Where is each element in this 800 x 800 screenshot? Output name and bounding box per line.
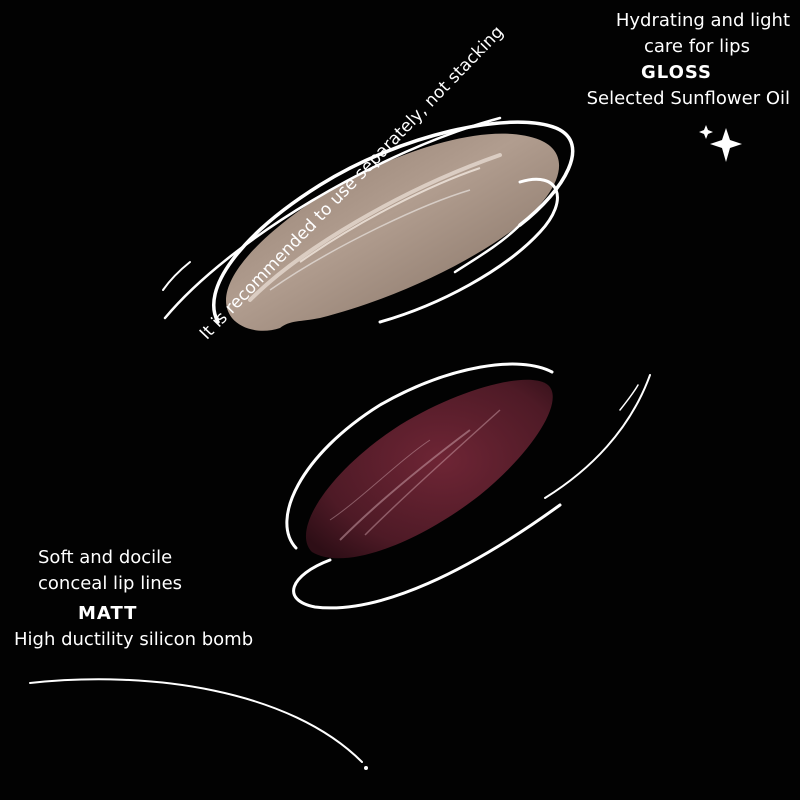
matt-swatch [305, 379, 553, 559]
gloss-description: Hydrating and light care for lips GLOSS … [530, 8, 790, 112]
matt-outline-strokes [285, 362, 651, 610]
matt-line-2: conceal lip lines [38, 573, 183, 594]
decorative-sweep-line [29, 678, 363, 763]
gloss-line-1: Hydrating and light [615, 10, 790, 31]
matt-line-3: High ductility silicon bomb [14, 629, 254, 650]
gloss-line-2: care for lips [643, 36, 750, 57]
gloss-line-3: Selected Sunflower Oil [586, 88, 790, 109]
matt-line-1: Soft and docile [38, 547, 173, 568]
sparkle-icon [699, 125, 742, 162]
gloss-swatch [226, 133, 560, 331]
matt-description: Soft and docile conceal lip lines MATT H… [14, 545, 314, 653]
gloss-outline-strokes [162, 116, 575, 324]
gloss-title: GLOSS [640, 62, 712, 83]
matt-title: MATT [78, 603, 138, 624]
decorative-dot [364, 766, 368, 770]
